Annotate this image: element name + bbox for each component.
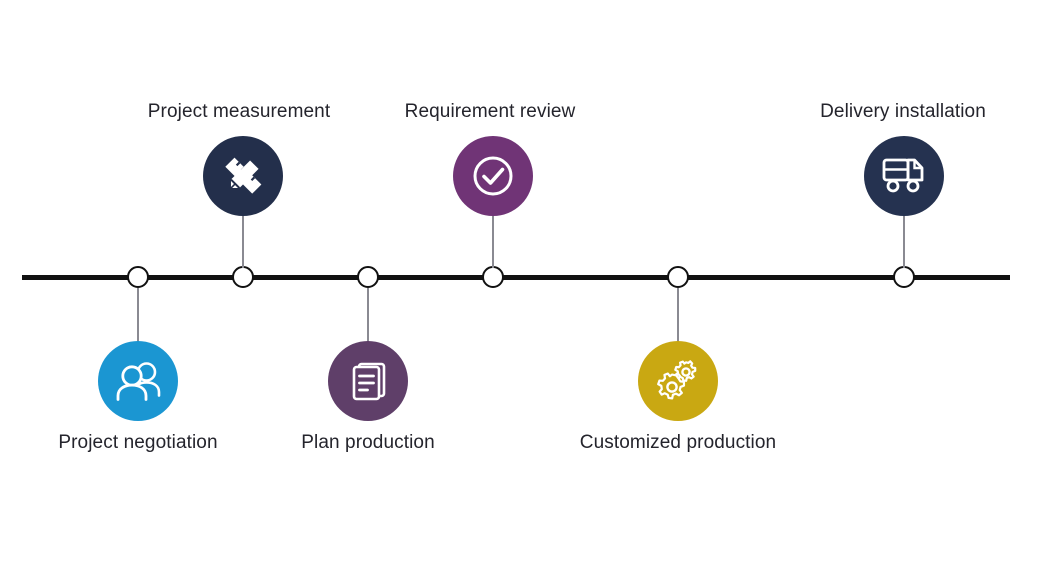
connector-project-measurement (242, 214, 244, 268)
ruler-pencil-icon (220, 153, 266, 199)
users-icon (115, 360, 161, 402)
icon-bubble-plan-production[interactable] (328, 341, 408, 421)
connector-project-negotiation (137, 288, 139, 343)
check-circle-icon (469, 152, 517, 200)
timeline-node-delivery-installation[interactable] (893, 266, 915, 288)
delivery-truck-icon (881, 157, 927, 195)
timeline-node-requirement-review[interactable] (482, 266, 504, 288)
timeline-node-plan-production[interactable] (357, 266, 379, 288)
step-label-customized-production: Customized production (579, 432, 777, 453)
icon-bubble-project-measurement[interactable] (203, 136, 283, 216)
timeline-node-customized-production[interactable] (667, 266, 689, 288)
timeline-axis (22, 275, 1010, 280)
step-label-requirement-review: Requirement review (404, 101, 576, 122)
timeline-node-project-negotiation[interactable] (127, 266, 149, 288)
icon-bubble-project-negotiation[interactable] (98, 341, 178, 421)
connector-plan-production (367, 288, 369, 343)
step-label-plan-production: Plan production (301, 432, 435, 453)
step-label-project-measurement: Project measurement (147, 101, 331, 122)
icon-bubble-requirement-review[interactable] (453, 136, 533, 216)
icon-bubble-customized-production[interactable] (638, 341, 718, 421)
connector-customized-production (677, 288, 679, 343)
gears-icon (654, 357, 702, 405)
documents-icon (346, 359, 390, 403)
step-label-delivery-installation: Delivery installation (820, 101, 986, 122)
connector-delivery-installation (903, 214, 905, 268)
connector-requirement-review (492, 214, 494, 268)
timeline-node-project-measurement[interactable] (232, 266, 254, 288)
step-label-project-negotiation: Project negotiation (58, 432, 218, 453)
icon-bubble-delivery-installation[interactable] (864, 136, 944, 216)
